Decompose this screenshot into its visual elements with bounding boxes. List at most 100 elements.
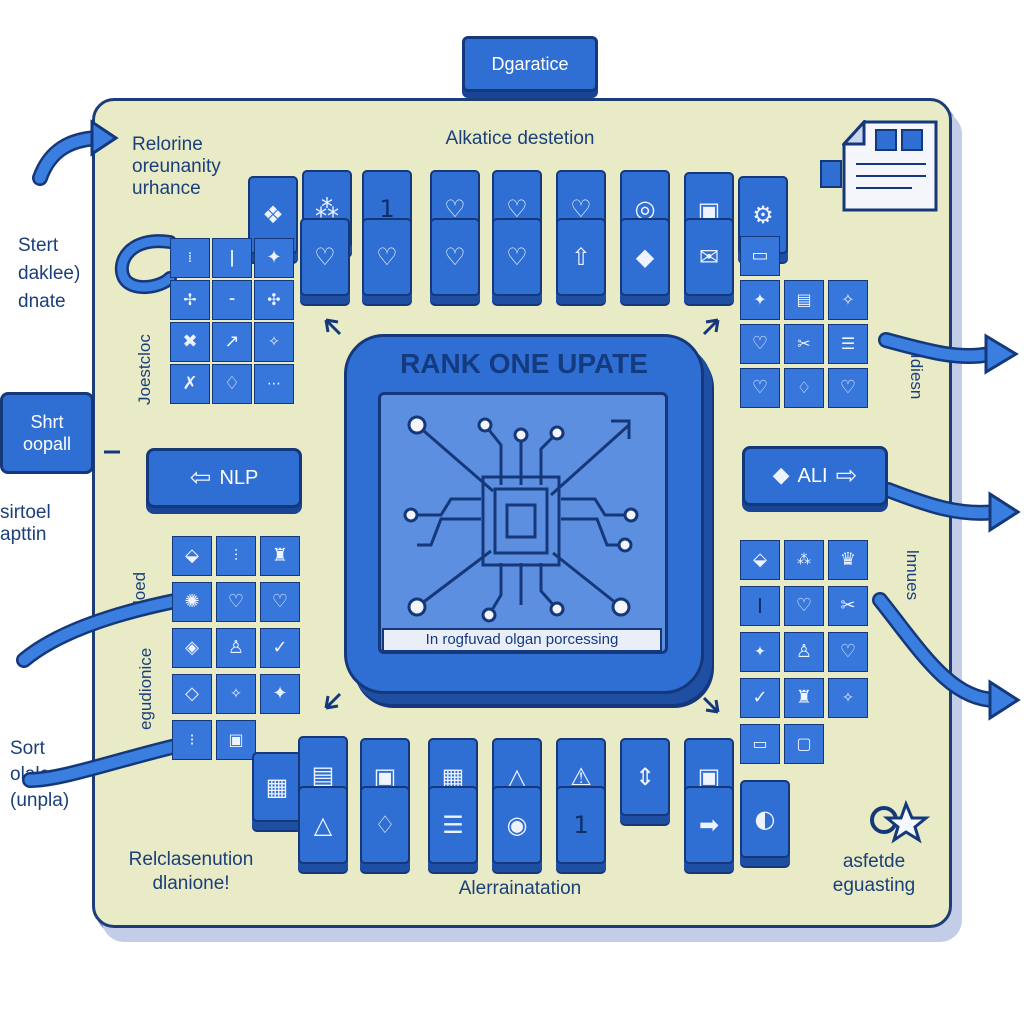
- grid-cell[interactable]: I: [740, 586, 780, 626]
- grid-cell[interactable]: ⬙: [740, 540, 780, 580]
- double-arrow-icon: ⇕: [634, 763, 656, 791]
- grid-cell[interactable]: ♜: [260, 536, 300, 576]
- grid-cell[interactable]: ✧: [216, 674, 256, 714]
- triangle-icon: △: [507, 763, 527, 791]
- loop-arrow-icon: [114, 234, 177, 294]
- grid-cell[interactable]: ⬙: [172, 536, 212, 576]
- grid-cell[interactable]: ✓: [260, 628, 300, 668]
- tile-bottom-7[interactable]: ⇕: [620, 738, 670, 816]
- tile-top-low-5[interactable]: ⇧: [556, 218, 606, 296]
- grid-cell[interactable]: ⋯: [254, 364, 294, 404]
- face-icon: ◉: [506, 811, 528, 839]
- grid-cell[interactable]: ✺: [172, 582, 212, 622]
- grid-cell[interactable]: ♡: [740, 368, 780, 408]
- diamond-icon: ◆: [635, 243, 655, 271]
- grid-cell[interactable]: ♡: [828, 368, 868, 408]
- number-one-icon: 1: [573, 811, 589, 839]
- grid-cell[interactable]: ♙: [216, 628, 256, 668]
- tile-top-low-4[interactable]: ♡: [492, 218, 542, 296]
- sign-icon: ▦: [265, 773, 289, 801]
- grid-cell[interactable]: ♡: [216, 582, 256, 622]
- grid-cell[interactable]: ♡: [260, 582, 300, 622]
- tile-bottom-low-5[interactable]: 1: [556, 786, 606, 864]
- grid-cell[interactable]: ⫶: [216, 536, 256, 576]
- tile-top-low-2[interactable]: ♡: [362, 218, 412, 296]
- board-title: Alkatice destetion: [445, 128, 595, 149]
- frame-icon: ▣: [697, 763, 721, 791]
- grid-cell[interactable]: ✢: [170, 280, 210, 320]
- frame-icon: ▣: [697, 197, 721, 225]
- grid-cell[interactable]: ✂: [784, 324, 824, 364]
- gear-icon: ⚙: [752, 201, 774, 229]
- grid-cell[interactable]: ✦: [260, 674, 300, 714]
- grid-cell[interactable]: ✧: [828, 280, 868, 320]
- header-tab[interactable]: Dgaratice: [462, 36, 598, 92]
- grid-cell[interactable]: ✦: [740, 280, 780, 320]
- tile-bottom-low-4[interactable]: ◉: [492, 786, 542, 864]
- grid-cell[interactable]: ⁞: [170, 238, 210, 278]
- grid-cell[interactable]: ♢: [784, 368, 824, 408]
- grid-right-bottom: ⬙ ⁂ ♛ I ♡ ✂ ✦ ♙ ♡ ✓ ♜ ✧ ▭ ▢: [740, 540, 876, 780]
- grid-cell[interactable]: ✦: [254, 238, 294, 278]
- grid-cell[interactable]: ✖: [170, 322, 210, 362]
- grid-cell[interactable]: ♢: [212, 364, 252, 404]
- header-tab-label: Dgaratice: [491, 53, 569, 74]
- heart-icon: ♡: [570, 195, 592, 223]
- grid-cell[interactable]: ♙: [784, 632, 824, 672]
- circle-icon: ◐: [754, 805, 776, 833]
- grid-cell[interactable]: ▭: [740, 724, 780, 764]
- tile-top-low-1[interactable]: ♡: [300, 218, 350, 296]
- tile-top-low-6[interactable]: ◆: [620, 218, 670, 296]
- tile-bottom-low-6[interactable]: ➡: [684, 786, 734, 864]
- label-bottom-center: Alerrainatation: [458, 878, 582, 899]
- grid-cell[interactable]: ♡: [828, 632, 868, 672]
- grid-cell[interactable]: ✧: [828, 678, 868, 718]
- heart-icon: ♡: [314, 243, 336, 271]
- tile-bottom-low-7[interactable]: ◐: [740, 780, 790, 858]
- grid-cell[interactable]: ▭: [740, 236, 780, 276]
- nav-right-button[interactable]: ◆ ALI ⇨: [742, 446, 888, 506]
- side-tab[interactable]: Shrt oopall: [0, 392, 94, 474]
- grid-cell[interactable]: ▢: [784, 724, 824, 764]
- tile-bottom-1[interactable]: ▦: [252, 752, 302, 822]
- frame-icon: ▣: [373, 763, 397, 791]
- triangle-icon: ⚠: [570, 763, 592, 791]
- nav-left-button[interactable]: ⇦ NLP: [146, 448, 302, 508]
- grid-cell[interactable]: ✦: [740, 632, 780, 672]
- grid-icon: ▦: [441, 763, 465, 791]
- grid-cell[interactable]: ✂: [828, 586, 868, 626]
- label-left-middle: sirtoel apttin: [0, 502, 51, 545]
- grid-cell[interactable]: ◈: [172, 628, 212, 668]
- arrow-right-icon: ➡: [698, 811, 720, 839]
- nav-left-label: NLP: [219, 466, 259, 489]
- grid-cell[interactable]: ▤: [784, 280, 824, 320]
- nav-right-label: ALI: [797, 464, 828, 487]
- grid-cell[interactable]: ⁃: [212, 280, 252, 320]
- up-arrow-icon: ⇧: [570, 243, 592, 271]
- grid-cell[interactable]: ▣: [216, 720, 256, 760]
- grid-cell[interactable]: ♜: [784, 678, 824, 718]
- tile-top-low-7[interactable]: ✉: [684, 218, 734, 296]
- grid-cell[interactable]: ✧: [254, 322, 294, 362]
- grid-cell[interactable]: ⁂: [784, 540, 824, 580]
- tile-bottom-low-2[interactable]: ♢: [360, 786, 410, 864]
- grid-cell[interactable]: ⁝: [172, 720, 212, 760]
- document-icon: [842, 120, 938, 212]
- tile-bottom-low-3[interactable]: ☰: [428, 786, 478, 864]
- tile-top-low-3[interactable]: ♡: [430, 218, 480, 296]
- grid-cell[interactable]: ◇: [172, 674, 212, 714]
- tile-bottom-low-1[interactable]: △: [298, 786, 348, 864]
- diamond-icon: ❖: [262, 201, 284, 229]
- grid-cell[interactable]: ♛: [828, 540, 868, 580]
- grid-cell[interactable]: ♡: [784, 586, 824, 626]
- heart-icon: ♡: [444, 243, 466, 271]
- grid-cell[interactable]: ♡: [740, 324, 780, 364]
- grid-cell[interactable]: ↗: [212, 322, 252, 362]
- grid-cell[interactable]: ☰: [828, 324, 868, 364]
- heart-icon: ♡: [506, 195, 528, 223]
- grid-cell[interactable]: ǀ: [212, 238, 252, 278]
- grid-cell[interactable]: ✣: [254, 280, 294, 320]
- grid-cell[interactable]: ✓: [740, 678, 780, 718]
- grid-cell[interactable]: ✗: [170, 364, 210, 404]
